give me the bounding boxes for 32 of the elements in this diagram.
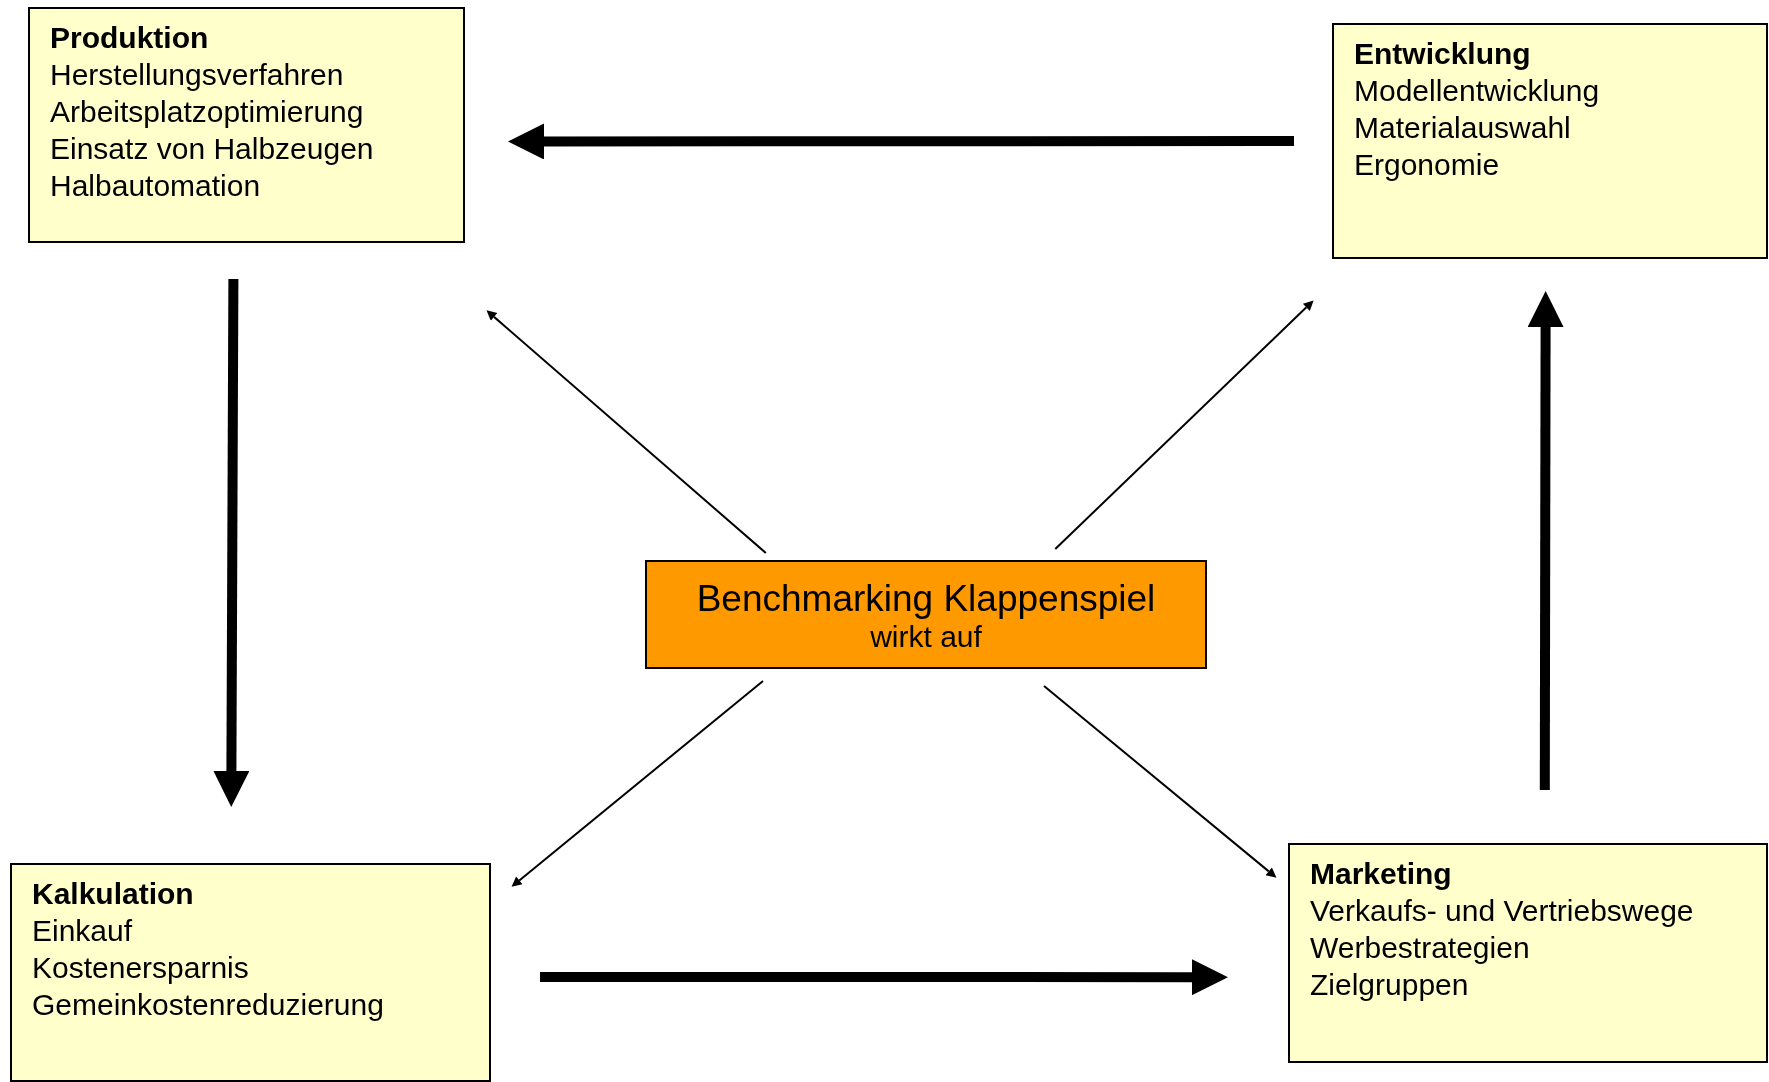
list-item: Einkauf — [32, 913, 133, 949]
list-item: Herstellungsverfahren — [50, 57, 344, 93]
box-heading: Entwicklung — [1354, 36, 1531, 72]
category-box — [1288, 843, 1768, 1063]
arrow — [1054, 300, 1314, 550]
arrow — [213, 279, 250, 807]
list-item: Verkaufs- und Vertriebswege — [1310, 893, 1694, 929]
box-heading: Produktion — [50, 20, 209, 56]
arrow — [540, 959, 1228, 996]
category-box — [1332, 23, 1768, 259]
list-item: Werbestrategien — [1310, 930, 1530, 966]
box-heading: Kalkulation — [32, 876, 194, 912]
list-item: Zielgruppen — [1310, 967, 1469, 1003]
box-heading: Marketing — [1310, 856, 1452, 892]
arrow — [486, 310, 767, 554]
list-item: Materialauswahl — [1354, 110, 1571, 146]
arrow — [1527, 291, 1564, 790]
list-item: Ergonomie — [1354, 147, 1500, 183]
arrow — [511, 680, 764, 887]
category-box — [28, 7, 465, 243]
category-box — [10, 863, 491, 1082]
list-item: Kostenersparnis — [32, 950, 249, 986]
list-item: Einsatz von Halbzeugen — [50, 131, 374, 167]
box-subtitle: wirkt auf — [870, 620, 982, 653]
list-item: Halbautomation — [50, 168, 261, 204]
arrow — [508, 123, 1294, 160]
arrow — [1043, 685, 1277, 878]
box-title: Benchmarking Klappenspiel — [696, 576, 1156, 621]
list-item: Modellentwicklung — [1354, 73, 1600, 109]
list-item: Gemeinkostenreduzierung — [32, 987, 384, 1023]
list-item: Arbeitsplatzoptimierung — [50, 94, 364, 130]
process-box — [645, 560, 1207, 669]
